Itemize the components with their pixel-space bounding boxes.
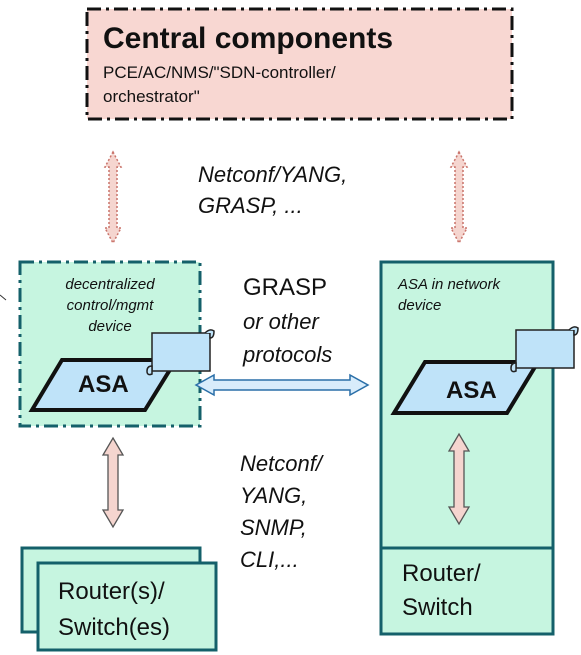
left-device-line2: control/mgmt — [66, 297, 154, 314]
bottom-protocols-line4: CLI,... — [240, 547, 299, 572]
right-router-arrow — [447, 432, 471, 526]
right-device-line1: ASA in network — [398, 276, 500, 293]
bottom-protocols-line2: YANG, — [240, 483, 308, 508]
routers-line2: Switch(es) — [58, 614, 171, 641]
left-asa-shape — [28, 358, 180, 412]
left-asa-label: ASA — [78, 371, 129, 398]
right-router-line1: Router/ — [402, 560, 481, 587]
left-central-arrow — [103, 150, 123, 245]
bottom-protocols-line1: Netconf/ — [240, 451, 322, 476]
right-device-line2: device — [398, 297, 442, 314]
central-title: Central components — [103, 22, 394, 55]
routers-line1: Router(s)/ — [58, 578, 165, 605]
middle-protocols-line2: or other — [243, 309, 319, 334]
left-device-line1: decentralized — [65, 276, 155, 293]
left-device-line3: device — [88, 318, 132, 335]
right-router-line2: Switch — [402, 594, 473, 621]
grasp-double-arrow — [194, 373, 370, 397]
top-protocols-line2: GRASP, ... — [198, 193, 303, 218]
right-scroll-icon — [510, 326, 579, 373]
right-asa-shape — [390, 360, 542, 415]
central-line2: orchestrator" — [103, 87, 200, 106]
central-components-box — [85, 7, 514, 121]
right-asa-label: ASA — [446, 377, 497, 404]
bottom-protocols-line3: SNMP, — [240, 515, 307, 540]
right-central-arrow — [449, 150, 469, 245]
middle-protocols-line3: protocols — [243, 342, 333, 367]
left-scroll-icon — [146, 329, 215, 376]
central-line1: PCE/AC/NMS/"SDN-controller/ — [103, 63, 336, 82]
routers-front-box — [36, 561, 218, 652]
left-router-arrow — [101, 436, 125, 529]
middle-protocols-line1: GRASP — [243, 274, 328, 301]
edge-tick — [0, 294, 7, 301]
top-protocols-line1: Netconf/YANG, — [198, 162, 348, 187]
